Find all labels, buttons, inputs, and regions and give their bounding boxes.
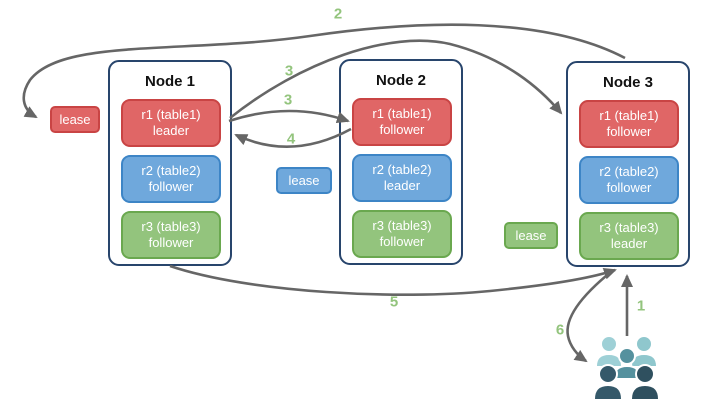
replica-role: leader <box>383 178 421 193</box>
replica-name: r2 (table2) <box>599 164 659 179</box>
node-1-replica-r1: r1 (table1) leader <box>121 99 221 147</box>
replica-name: r3 (table3) <box>372 218 432 233</box>
user-group-icon <box>593 335 660 401</box>
step-label-3a: 3 <box>284 62 294 80</box>
node-1: Node 1 r1 (table1) leader r2 (table2) fo… <box>108 60 232 266</box>
replica-role: follower <box>379 234 425 249</box>
step-label-2: 2 <box>333 5 343 23</box>
node-3: Node 3 r1 (table1) follower r2 (table2) … <box>566 61 690 267</box>
step-label-4: 4 <box>286 130 296 148</box>
step-label-6: 6 <box>555 321 565 339</box>
replica-name: r1 (table1) <box>599 108 659 123</box>
node-1-replica-r2: r2 (table2) follower <box>121 155 221 203</box>
lease-tag-r3: lease <box>504 222 558 249</box>
arrow-step-5-response-to-gateway <box>169 264 617 297</box>
node-2-replica-r1: r1 (table1) follower <box>352 98 452 146</box>
replica-role: leader <box>152 123 190 138</box>
node-2-title: Node 2 <box>375 72 426 89</box>
replica-role: follower <box>606 124 652 139</box>
node-3-replica-r3: r3 (table3) leader <box>579 212 679 260</box>
node-2: Node 2 r1 (table1) follower r2 (table2) … <box>339 59 463 265</box>
step-label-5: 5 <box>389 293 399 311</box>
replica-name: r2 (table2) <box>372 162 432 177</box>
replica-role: follower <box>148 235 194 250</box>
node-1-replica-r3: r3 (table3) follower <box>121 211 221 259</box>
node-1-title: Node 1 <box>144 73 195 90</box>
replica-role: follower <box>606 180 652 195</box>
lease-tag-r1: lease <box>50 106 100 133</box>
replica-name: r2 (table2) <box>141 163 201 178</box>
replica-name: r3 (table3) <box>141 219 201 234</box>
node-2-replica-r2: r2 (table2) leader <box>352 154 452 202</box>
replica-role: follower <box>379 122 425 137</box>
step-label-3b: 3 <box>283 91 293 109</box>
replica-role: leader <box>610 236 648 251</box>
replica-role: follower <box>148 179 194 194</box>
node-3-replica-r1: r1 (table1) follower <box>579 100 679 148</box>
node-3-replica-r2: r2 (table2) follower <box>579 156 679 204</box>
replica-name: r1 (table1) <box>372 106 432 121</box>
node-3-title: Node 3 <box>602 74 653 91</box>
arrow-step-3-replicate-to-node2 <box>228 109 350 124</box>
replica-name: r1 (table1) <box>141 107 201 122</box>
lease-tag-r2: lease <box>276 167 332 194</box>
replica-name: r3 (table3) <box>599 220 659 235</box>
step-label-1: 1 <box>636 297 646 315</box>
node-2-replica-r3: r3 (table3) follower <box>352 210 452 258</box>
